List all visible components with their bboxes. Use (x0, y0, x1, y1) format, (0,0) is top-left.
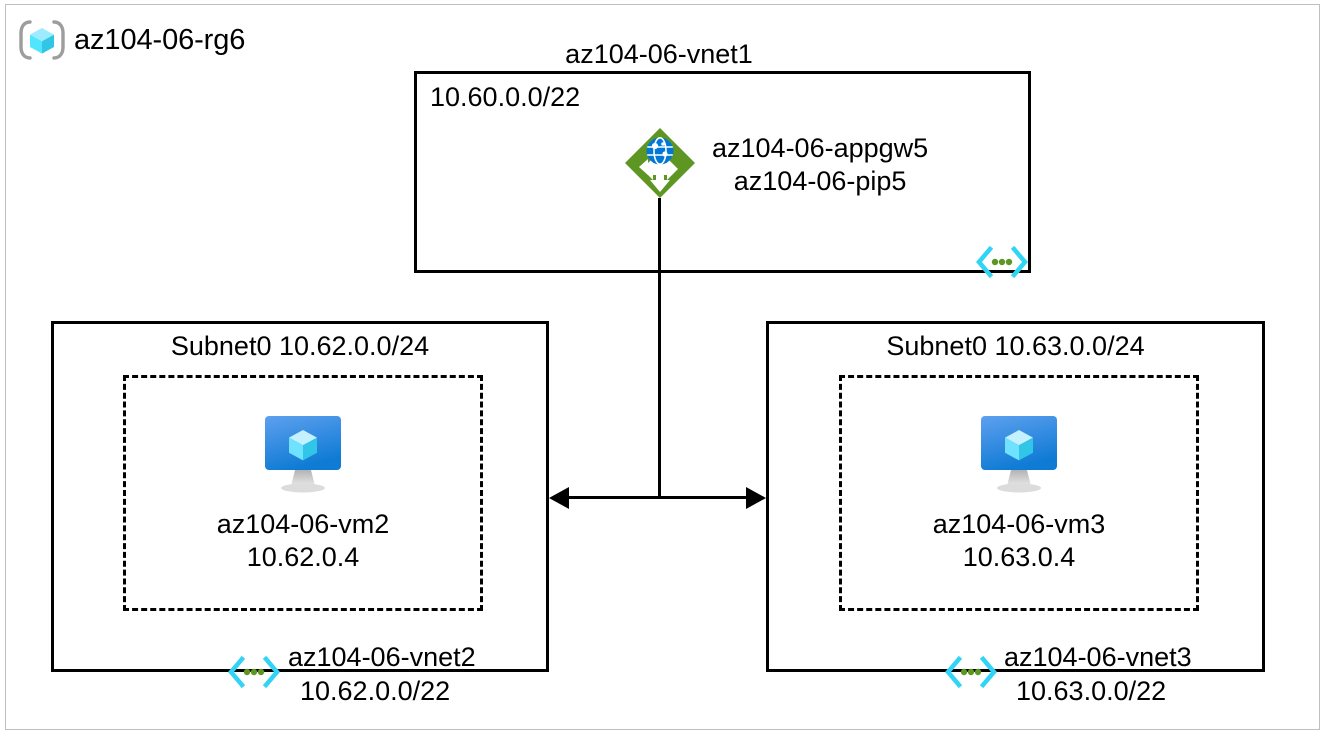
vnet2-peering-icon (227, 655, 281, 689)
vm2-vm3-connector-line (566, 496, 751, 499)
vm2-name: az104-06-vm2 (216, 509, 390, 539)
vnet3-peering-icon (944, 655, 998, 689)
vnet1-title: az104-06-vnet1 (565, 39, 753, 69)
vnet1-cidr: 10.60.0.0/22 (430, 82, 581, 112)
vnet2-subnet-title: Subnet0 10.62.0.0/24 (170, 331, 430, 361)
vnet1-box (414, 71, 1031, 273)
public-ip-name: az104-06-pip5 (733, 165, 907, 196)
vm3-ip: 10.63.0.4 (962, 541, 1076, 572)
vm3-name: az104-06-vm3 (932, 509, 1106, 539)
resource-group-cube-icon (19, 19, 65, 61)
vm2-vm3-arrow-left (549, 487, 569, 509)
vm2-ip: 10.62.0.4 (246, 541, 360, 572)
vnet3-subnet-title: Subnet0 10.63.0.0/24 (886, 331, 1145, 361)
vnet2-subnet-dashed-box (123, 375, 483, 611)
virtual-machine-icon (973, 412, 1065, 496)
vnet3-cidr: 10.63.0.0/22 (1016, 676, 1167, 706)
gateway-connector-line (658, 198, 661, 498)
resource-group-name: az104-06-rg6 (74, 23, 246, 56)
vnet3-name: az104-06-vnet3 (1004, 642, 1192, 672)
vnet2-name: az104-06-vnet2 (288, 642, 476, 672)
vnet2-cidr: 10.62.0.0/22 (300, 676, 451, 706)
vm3-node[interactable]: az104-06-vm3 10.63.0.4 (899, 412, 1139, 574)
virtual-machine-icon (257, 412, 349, 496)
vnet3-subnet-dashed-box (839, 375, 1199, 611)
application-gateway-icon (622, 125, 698, 201)
resource-group-frame (5, 4, 1320, 730)
vm2-node[interactable]: az104-06-vm2 10.62.0.4 (183, 412, 423, 574)
resource-group-header: az104-06-rg6 (19, 19, 245, 61)
vnet1-peering-icon (975, 245, 1029, 279)
application-gateway-name: az104-06-appgw5 (712, 133, 929, 163)
vm2-vm3-arrow-right (746, 487, 766, 509)
vnet3-box (766, 321, 1265, 672)
vnet2-box (51, 321, 549, 672)
application-gateway-labels: az104-06-appgw5 az104-06-pip5 (712, 125, 928, 198)
application-gateway-node[interactable]: az104-06-appgw5 az104-06-pip5 (622, 125, 928, 201)
